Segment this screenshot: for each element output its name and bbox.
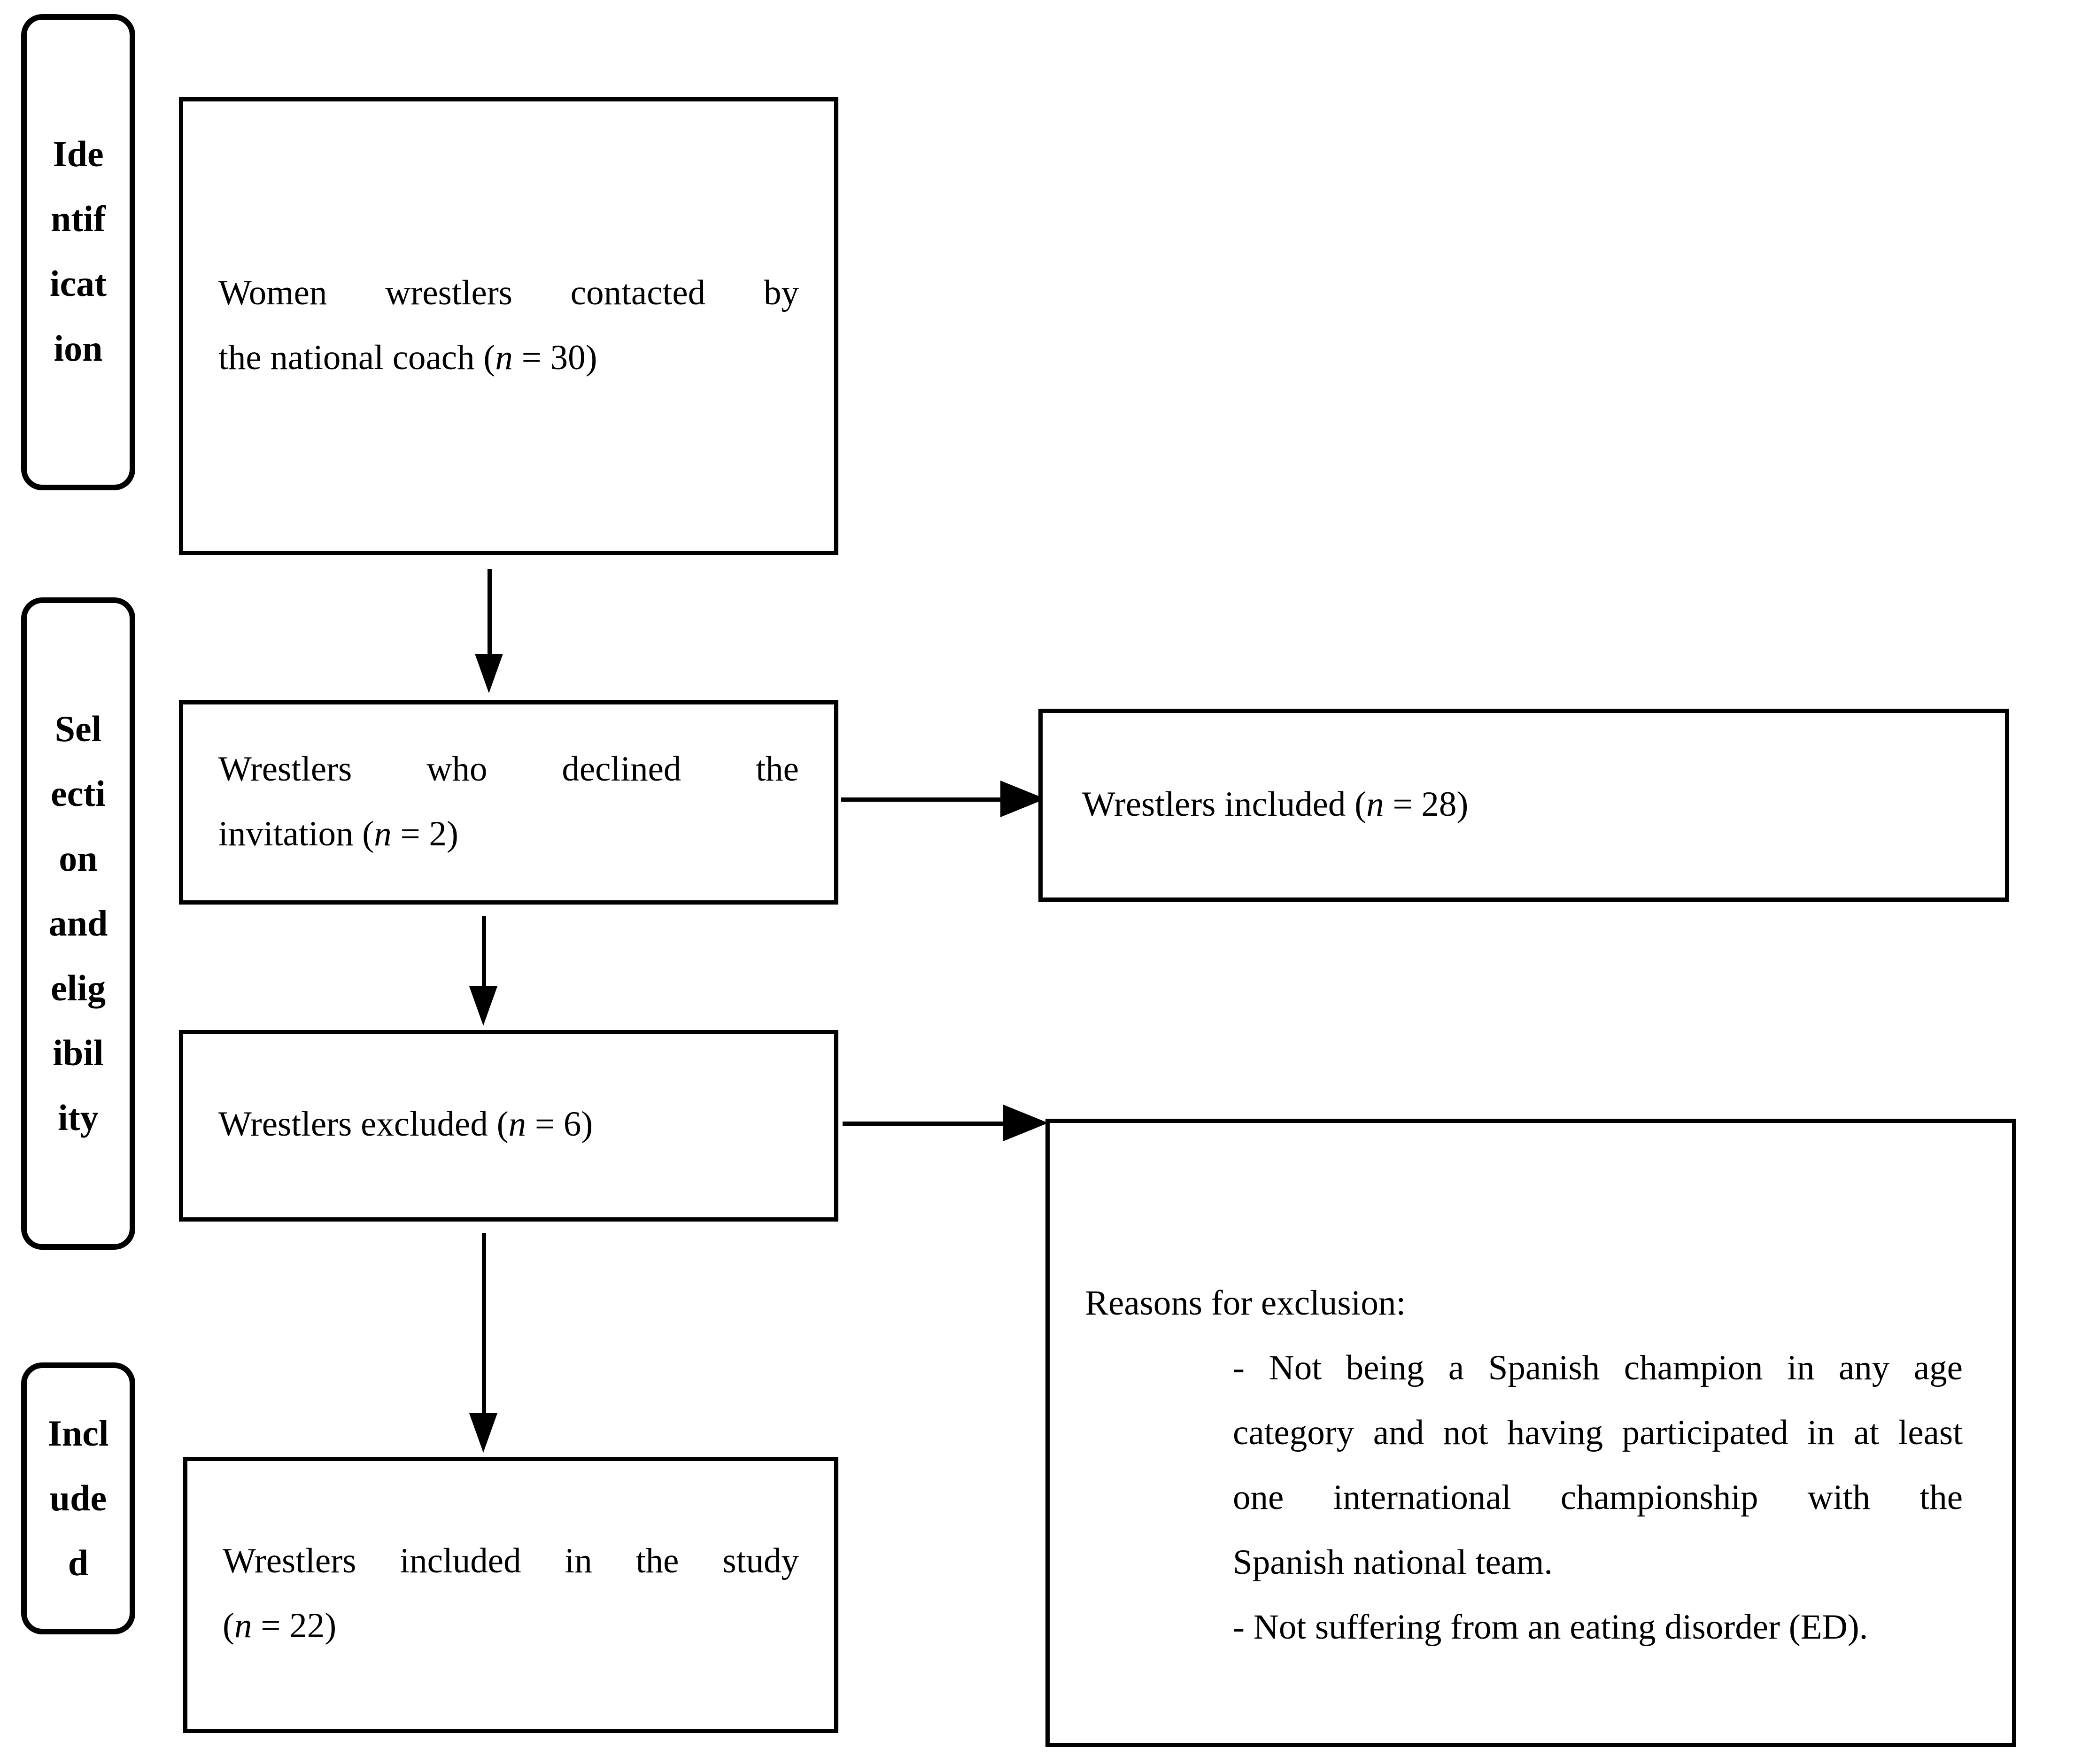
stage-label-line: Sel	[54, 708, 102, 749]
stage-label-line: on	[59, 837, 98, 879]
reason-bullet-line: category and not having participated in …	[1233, 1415, 1963, 1453]
italic-n: n	[234, 1608, 252, 1646]
arrow-right-1-head	[1000, 781, 1045, 817]
box-reasons-for-exclusion: Reasons for exclusion: - Not being a Spa…	[1045, 1119, 2016, 1747]
stage-label-line: Ide	[53, 134, 104, 175]
arrow-right-1-shaft	[841, 797, 1003, 802]
arrow-right-2-shaft	[843, 1122, 1006, 1126]
stage-label-line: ecti	[51, 773, 106, 814]
box-wrestlers-excluded-6: Wrestlers excluded (n = 6)	[179, 1030, 838, 1222]
box-included-in-study-22: Wrestlers included in the study (n = 22)	[183, 1457, 838, 1733]
reason-bullet-line: Spanish national team.	[1233, 1544, 1553, 1582]
stage-label-line: ity	[58, 1097, 99, 1138]
box-text-line: Wrestlers excluded (n = 6)	[218, 1106, 593, 1144]
box-text-line: Wrestlers who declined the	[218, 750, 799, 789]
stage-label-line: ntif	[51, 199, 106, 240]
stage-label-line: and	[48, 902, 108, 944]
stage-label-line: ion	[54, 328, 103, 369]
stage-label-line: Incl	[47, 1412, 109, 1454]
stage-label-included: Incl ude d	[21, 1362, 135, 1634]
arrow-down-1-shaft	[488, 569, 492, 657]
arrow-down-2-head	[469, 986, 497, 1026]
box-wrestlers-included-28: Wrestlers included (n = 28)	[1038, 709, 2009, 902]
italic-n: n	[374, 815, 392, 853]
box-text-line: Wrestlers included (n = 28)	[1082, 785, 1469, 824]
box-text-line: Wrestlers included in the study	[223, 1543, 799, 1581]
stage-label-selection-eligibility: Sel ecti on and elig ibil ity	[21, 597, 135, 1250]
box-text-line: Women wrestlers contacted by	[218, 274, 799, 312]
italic-n: n	[1366, 785, 1384, 824]
stage-label-line: icat	[49, 263, 107, 304]
stage-label-line: ibil	[53, 1032, 104, 1073]
reason-bullet-line: one international championship with the	[1233, 1479, 1963, 1517]
italic-n: n	[508, 1106, 526, 1144]
box-text-line: the national coach (n = 30)	[218, 339, 597, 377]
arrow-down-1-head	[475, 654, 503, 693]
arrow-down-3-shaft	[482, 1233, 486, 1416]
box-contacted-wrestlers: Women wrestlers contacted by the nationa…	[179, 97, 838, 555]
box-declined-invitation: Wrestlers who declined the invitation (n…	[179, 700, 838, 905]
reason-bullet-line: - Not being a Spanish champion in any ag…	[1233, 1350, 1963, 1388]
box-text-line: invitation (n = 2)	[218, 815, 459, 853]
stage-label-identification: Ide ntif icat ion	[21, 14, 135, 490]
reasons-bullets: - Not being a Spanish champion in any ag…	[1233, 1337, 1963, 1661]
arrow-down-2-shaft	[482, 916, 486, 989]
stage-label-line: d	[68, 1542, 89, 1583]
arrow-right-2-head	[1003, 1105, 1048, 1141]
stage-label-line: ude	[49, 1477, 107, 1518]
italic-n: n	[495, 339, 513, 377]
reasons-title: Reasons for exclusion:	[1085, 1285, 1406, 1323]
stage-label-line: elig	[51, 967, 106, 1008]
arrow-down-3-head	[469, 1413, 497, 1453]
reason-bullet-line: - Not suffering from an eating disorder …	[1233, 1609, 1868, 1647]
box-text-line: (n = 22)	[223, 1608, 337, 1646]
